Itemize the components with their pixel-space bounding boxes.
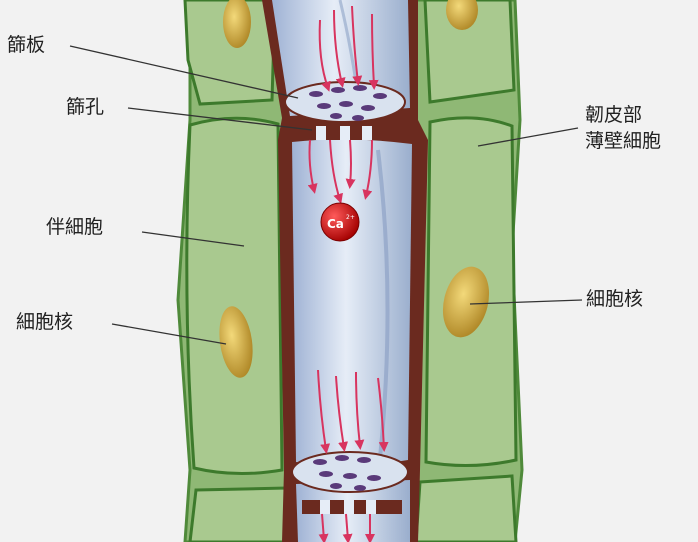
parenchyma-cell-top (423, 0, 516, 104)
label-sieve-plate: 篩板 (7, 34, 46, 56)
label-parenchyma-line1: 韌皮部 (585, 104, 643, 126)
ion-symbol: Ca (327, 217, 344, 231)
flow-arrows (307, 5, 389, 542)
sieve-plate-bottom (291, 451, 409, 493)
sieve-tube-element (292, 139, 412, 466)
sieve-pores-top (309, 85, 387, 121)
nucleus-right (442, 266, 490, 338)
label-nucleus-right: 細胞核 (586, 288, 644, 310)
companion-cell (185, 116, 284, 476)
calcium-ion (320, 202, 360, 242)
ion-charge: 2+ (346, 214, 355, 221)
nucleus-left (219, 306, 253, 378)
nucleus-top-left (223, 0, 251, 48)
leader-lines (69, 45, 583, 345)
sieve-pore-channels-bottom (320, 500, 376, 514)
sieve-pore-channels (316, 126, 372, 140)
label-nucleus-left: 細胞核 (16, 311, 74, 333)
sieve-pores-bottom (313, 455, 381, 491)
nucleus-top-right (446, 0, 478, 30)
label-parenchyma-line2: 薄壁細胞 (585, 130, 662, 152)
parenchyma-cell-bottom (414, 474, 518, 542)
label-phloem-parenchyma: 韌皮部 薄壁細胞 (585, 102, 661, 154)
lumen-fold (376, 149, 390, 459)
label-companion-cell: 伴細胞 (46, 216, 104, 238)
label-sieve-pore: 篩孔 (66, 96, 105, 118)
companion-cell-bottom (188, 486, 292, 542)
